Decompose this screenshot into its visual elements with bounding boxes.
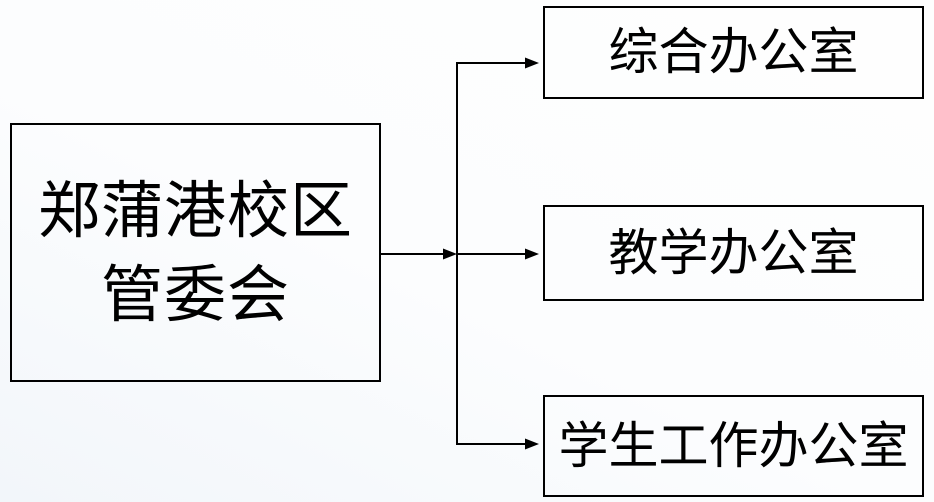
node-teaching-office: 教学办公室 (543, 205, 924, 301)
arrowhead-bottom-icon (525, 438, 539, 450)
node-student-affairs-office: 学生工作办公室 (543, 395, 924, 497)
node-management-committee-label: 郑蒲港校区 管委会 (37, 173, 353, 331)
node-general-office-label: 综合办公室 (608, 23, 859, 81)
connector-branch-middle (457, 248, 539, 260)
node-student-affairs-office-label: 学生工作办公室 (558, 416, 909, 475)
arrowhead-root-icon (443, 248, 457, 260)
arrowhead-middle-icon (525, 248, 539, 260)
node-general-office: 综合办公室 (543, 6, 924, 99)
connector-branch-bottom (456, 438, 539, 450)
node-management-committee: 郑蒲港校区 管委会 (10, 123, 381, 382)
connector-root-to-trunk (381, 248, 457, 260)
node-teaching-office-label: 教学办公室 (608, 223, 859, 282)
connector-branch-top (456, 57, 539, 69)
arrowhead-top-icon (525, 57, 539, 69)
